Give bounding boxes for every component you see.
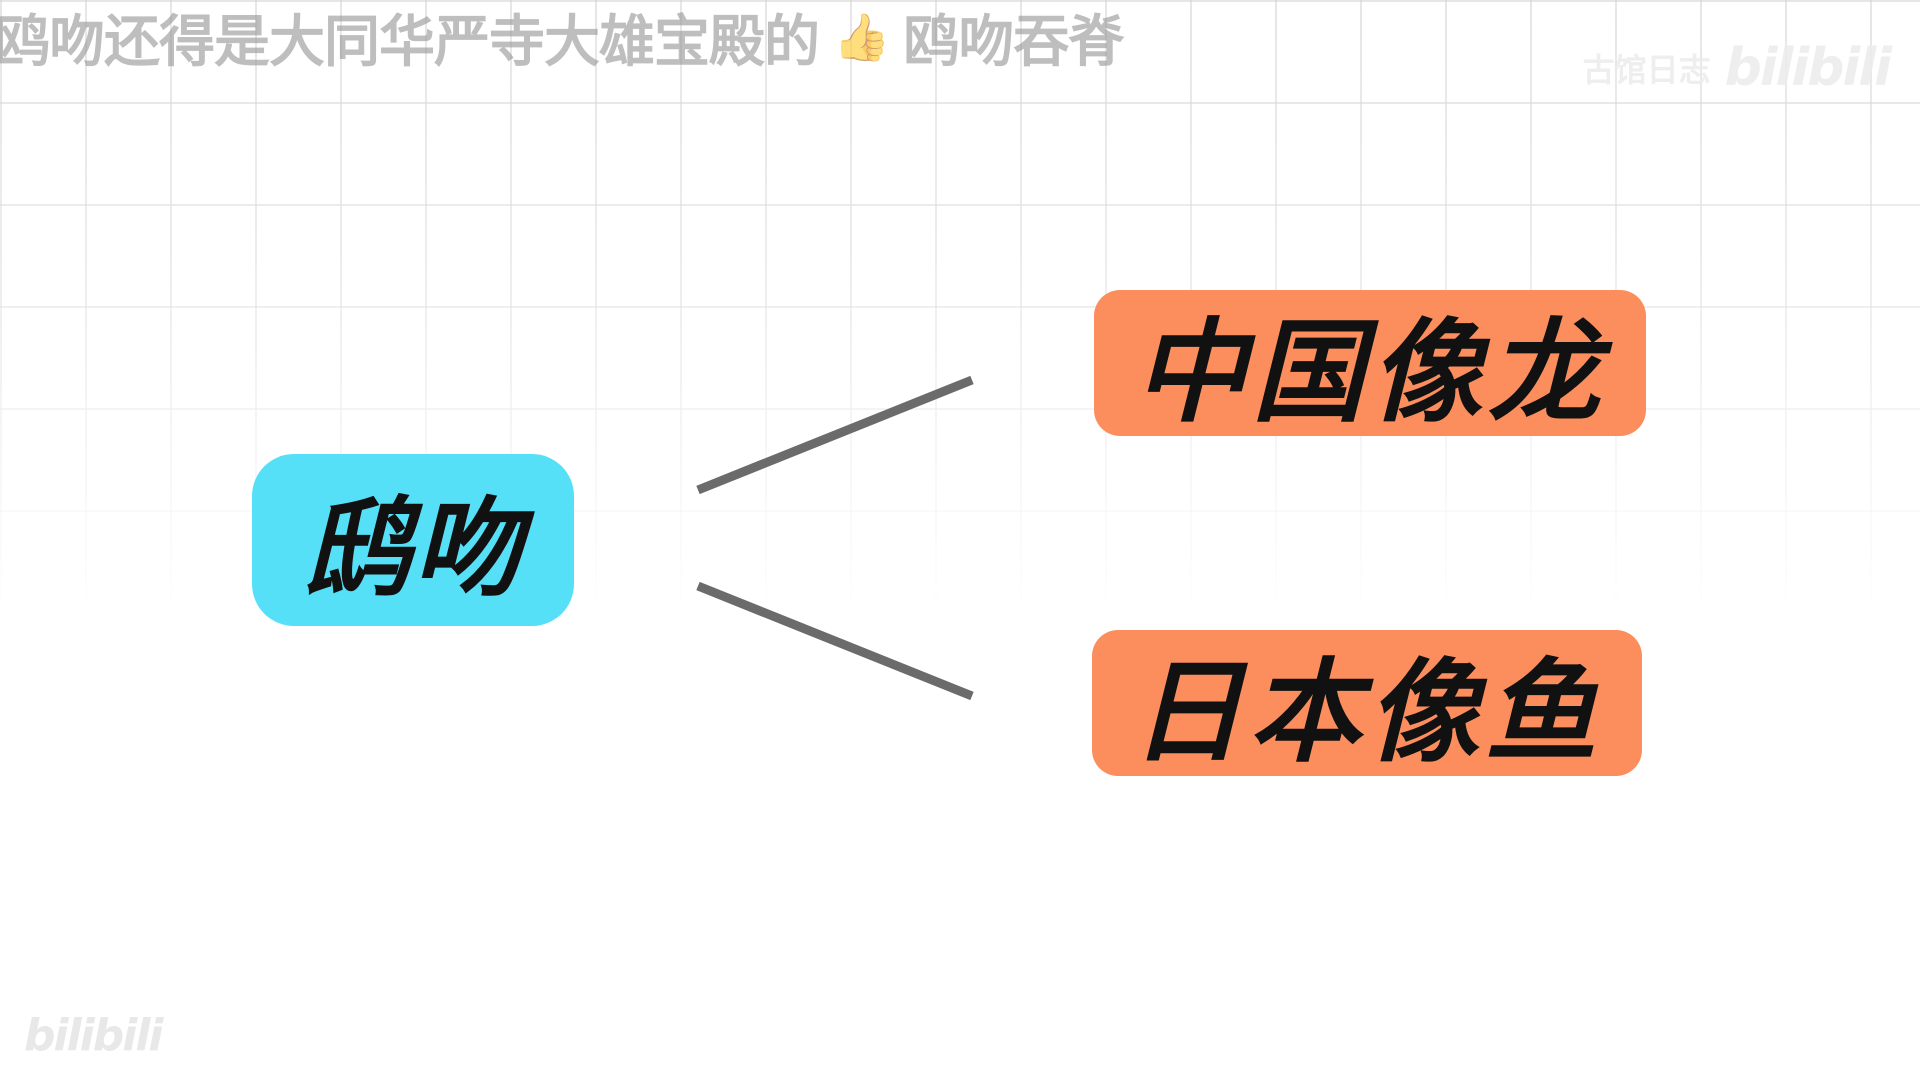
- watermark-top-right: 古馆日志 bilibili: [1582, 38, 1892, 98]
- watermark-author: 古馆日志: [1582, 51, 1711, 89]
- root-node: 鸱吻: [252, 454, 574, 626]
- danmaku-text-before: 鸥吻还得是大同华严寺大雄宝殿的: [0, 9, 820, 75]
- root-node-label: 鸱吻: [302, 487, 523, 612]
- branch-node-japan: 日本像鱼: [1092, 630, 1642, 778]
- branch-node-japan-label: 日本像鱼: [1131, 648, 1603, 778]
- danmaku-comment: 鸥吻还得是大同华严寺大雄宝殿的 👍 鸥吻吞脊: [0, 2, 1124, 75]
- bilibili-logo: bilibili: [1724, 38, 1892, 98]
- danmaku-text-after: 鸥吻吞脊: [903, 9, 1124, 75]
- branch-node-china: 中国像龙: [1094, 290, 1646, 438]
- branch-node-china-label: 中国像龙: [1134, 308, 1606, 438]
- bilibili-logo-bottom: bilibili: [24, 1010, 163, 1061]
- thumbs-up-icon: 👍: [833, 9, 890, 64]
